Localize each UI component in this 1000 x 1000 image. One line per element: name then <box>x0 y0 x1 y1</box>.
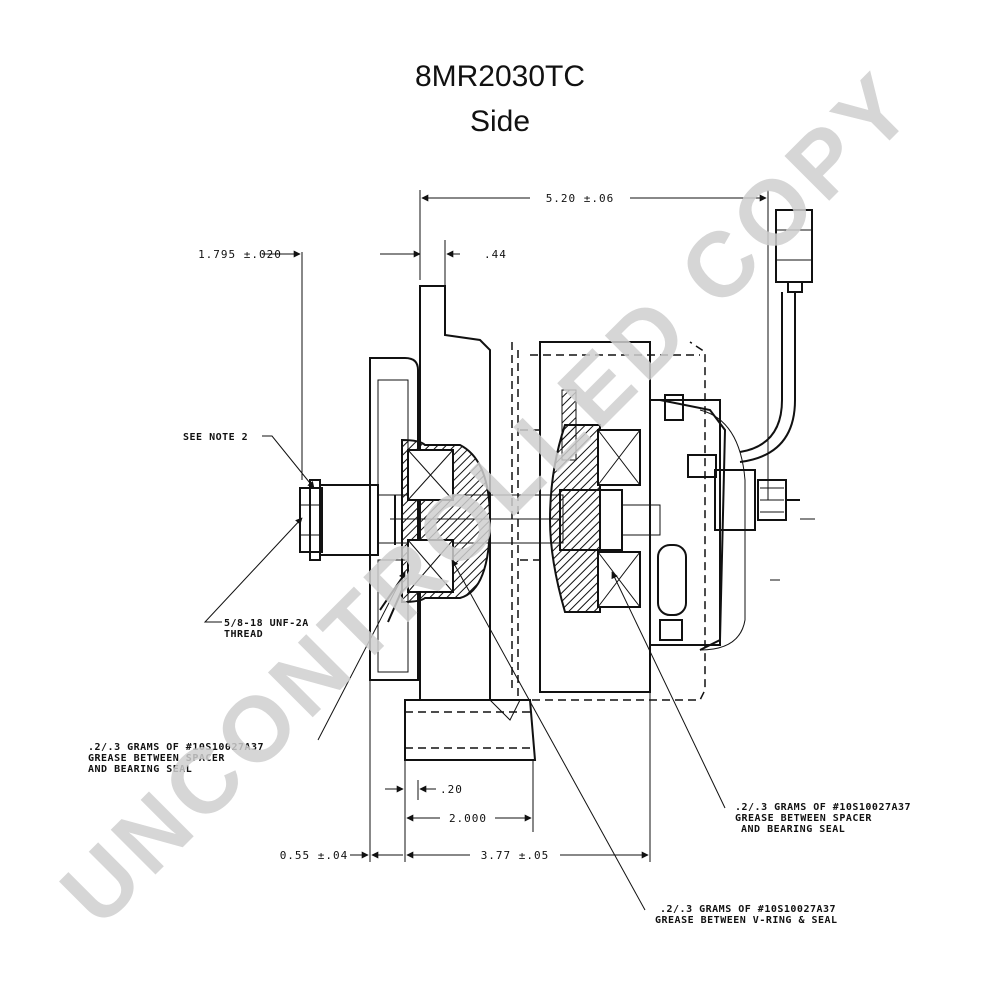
alternator-outline <box>299 209 815 761</box>
leader-lines <box>203 435 726 911</box>
dim-body-length: 3.77 ±.05 <box>481 849 550 862</box>
drawing-subtitle: Side <box>470 105 530 138</box>
dim-mount-width: 2.000 <box>449 812 487 825</box>
grease-bottom-line2: GREASE BETWEEN V-RING & SEAL <box>655 915 838 926</box>
grease-right-line3: AND BEARING SEAL <box>741 824 845 835</box>
dimension-lines <box>262 190 769 862</box>
see-note-callout: SEE NOTE 2 <box>183 432 248 443</box>
grease-bottom-line1: .2/.3 GRAMS OF #10S10027A37 <box>660 904 836 915</box>
thread-callout-line2: THREAD <box>224 629 263 640</box>
dim-spacer: .20 <box>440 783 463 796</box>
grease-left-line3: AND BEARING SEAL <box>88 764 192 775</box>
dim-flange-offset: .44 <box>484 248 507 261</box>
grease-right-line2: GREASE BETWEEN SPACER <box>735 813 872 824</box>
dim-pulley-offset: 0.55 ±.04 <box>280 849 349 862</box>
grease-right-line1: .2/.3 GRAMS OF #10S10027A37 <box>735 802 911 813</box>
drawing-title: 8MR2030TC <box>415 60 585 93</box>
grease-left-line2: GREASE BETWEEN SPACER <box>88 753 225 764</box>
thread-callout-line1: 5/8-18 UNF-2A <box>224 618 309 629</box>
dim-shaft-length: 1.795 ±.020 <box>198 248 282 261</box>
grease-left-line1: .2/.3 GRAMS OF #10S10027A37 <box>88 742 264 753</box>
dim-overall-length: 5.20 ±.06 <box>546 192 615 205</box>
